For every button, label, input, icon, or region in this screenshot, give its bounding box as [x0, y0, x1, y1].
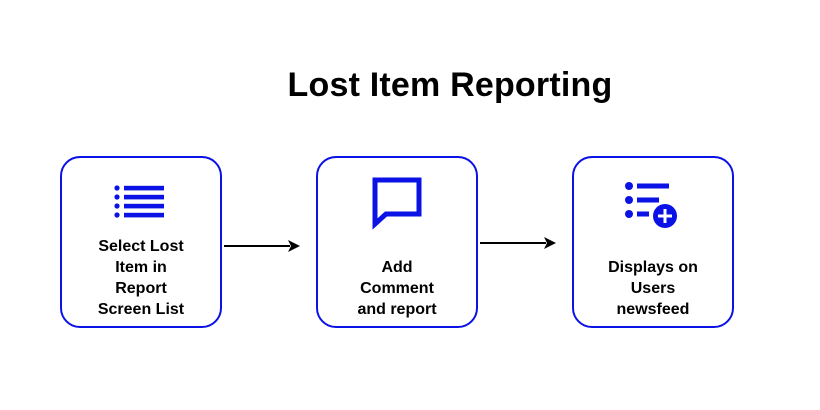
step-label: Displays on Users newsfeed — [608, 259, 698, 318]
flow-arrow — [480, 237, 556, 249]
step-card-select-lost-item: Select Lost Item in Report Screen List — [60, 156, 222, 328]
list-icon — [62, 184, 220, 220]
step-label: Select Lost Item in Report Screen List — [97, 238, 185, 318]
step-label: Add Comment and report — [357, 259, 437, 318]
step-card-displays-newsfeed: Displays on Users newsfeed — [572, 156, 734, 328]
step-card-add-comment: Add Comment and report — [316, 156, 478, 328]
diagram-title: Lost Item Reporting — [287, 66, 613, 104]
playlist-add-icon — [574, 180, 732, 232]
flow-arrow — [224, 240, 300, 252]
comment-icon — [318, 176, 476, 230]
